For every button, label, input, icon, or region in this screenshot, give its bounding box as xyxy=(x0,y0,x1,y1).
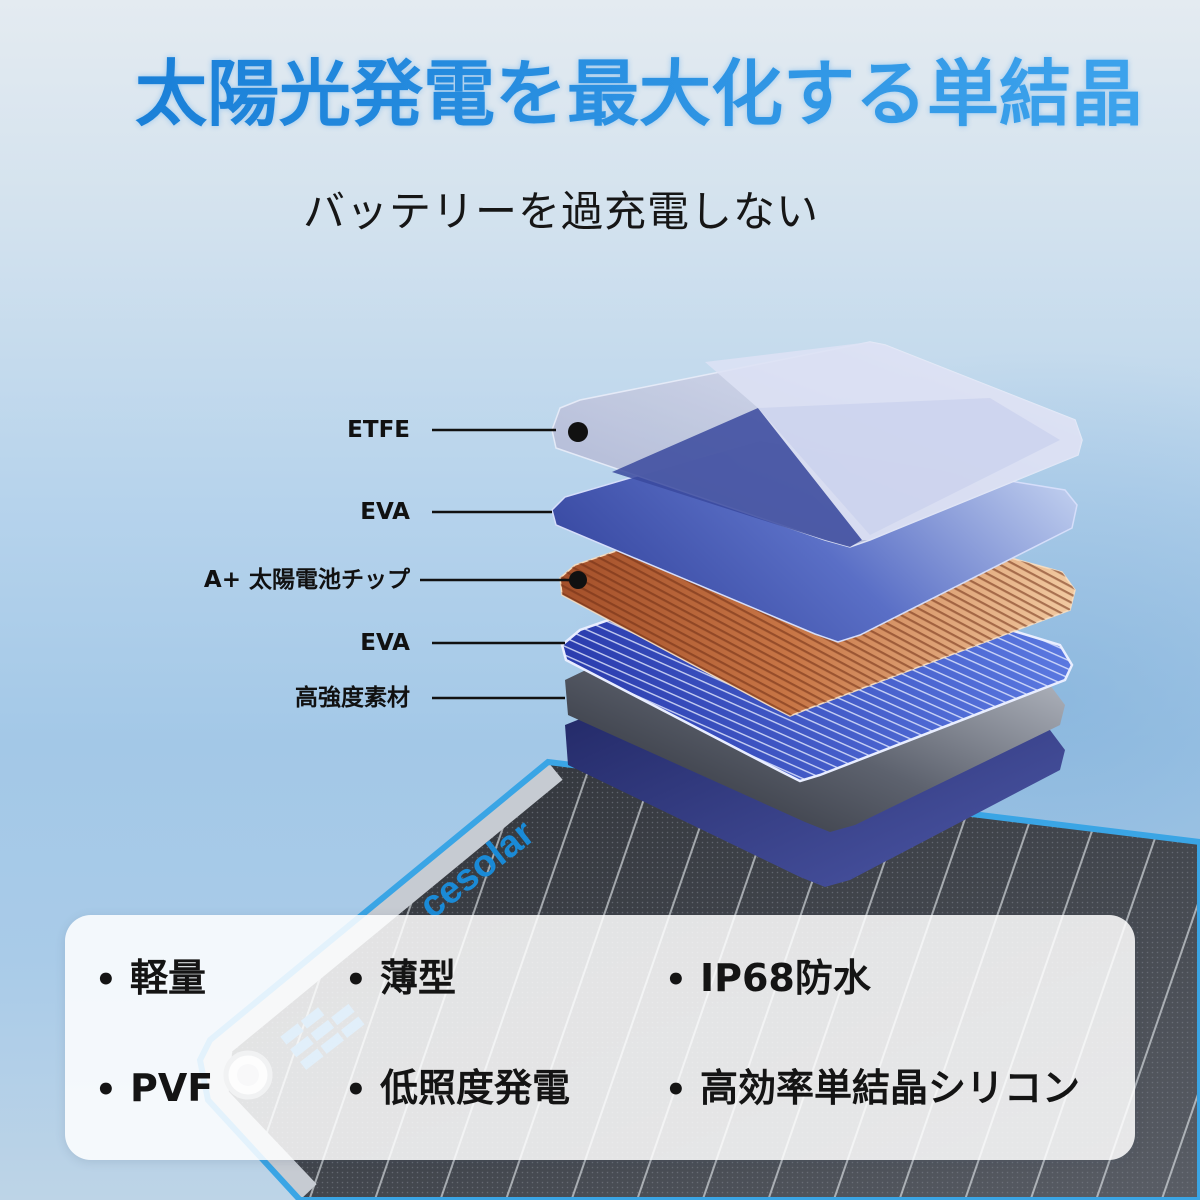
marker-dot-etfe xyxy=(568,422,588,442)
label-etfe: ETFE xyxy=(347,417,410,443)
feature-waterproof: • IP68防水 xyxy=(665,955,871,1003)
bullet-icon: • xyxy=(665,1070,687,1110)
feature-monocrystalline: • 高効率単結晶シリコン xyxy=(665,1065,1080,1113)
label-solar-cell-chip: A+ 太陽電池チップ xyxy=(203,567,410,593)
feature-label: 高効率単結晶シリコン xyxy=(700,1066,1081,1110)
label-high-strength-material: 高強度素材 xyxy=(295,685,410,711)
feature-label: 低照度発電 xyxy=(380,1066,571,1110)
layer-stack xyxy=(551,341,1083,887)
page-title: 太陽光発電を最大化する単結晶 xyxy=(135,52,1144,136)
bullet-icon: • xyxy=(665,960,687,1000)
feature-pvf: • PVF xyxy=(95,1065,213,1113)
label-eva-upper: EVA xyxy=(360,499,410,525)
feature-thin: • 薄型 xyxy=(345,955,456,1003)
bullet-icon: • xyxy=(95,960,117,1000)
layer-etfe xyxy=(551,341,1083,548)
feature-card: • 軽量 • 薄型 • IP68防水 • PVF • 低照度発電 • 高効率単結晶シリコン xyxy=(65,915,1135,1160)
marker-dot-solar-cell xyxy=(569,571,587,589)
feature-label: PVF xyxy=(130,1066,214,1110)
feature-low-light: • 低照度発電 xyxy=(345,1065,570,1113)
label-eva-lower: EVA xyxy=(360,630,410,656)
bullet-icon: • xyxy=(345,960,367,1000)
feature-lightweight: • 軽量 xyxy=(95,955,206,1003)
leader-lines xyxy=(420,428,570,700)
feature-label: 軽量 xyxy=(130,956,207,1000)
bullet-icon: • xyxy=(345,1070,367,1110)
bullet-icon: • xyxy=(95,1070,117,1110)
page-subtitle: バッテリーを過充電しない xyxy=(303,187,820,236)
feature-label: IP68防水 xyxy=(700,956,871,1000)
feature-label: 薄型 xyxy=(380,956,457,1000)
